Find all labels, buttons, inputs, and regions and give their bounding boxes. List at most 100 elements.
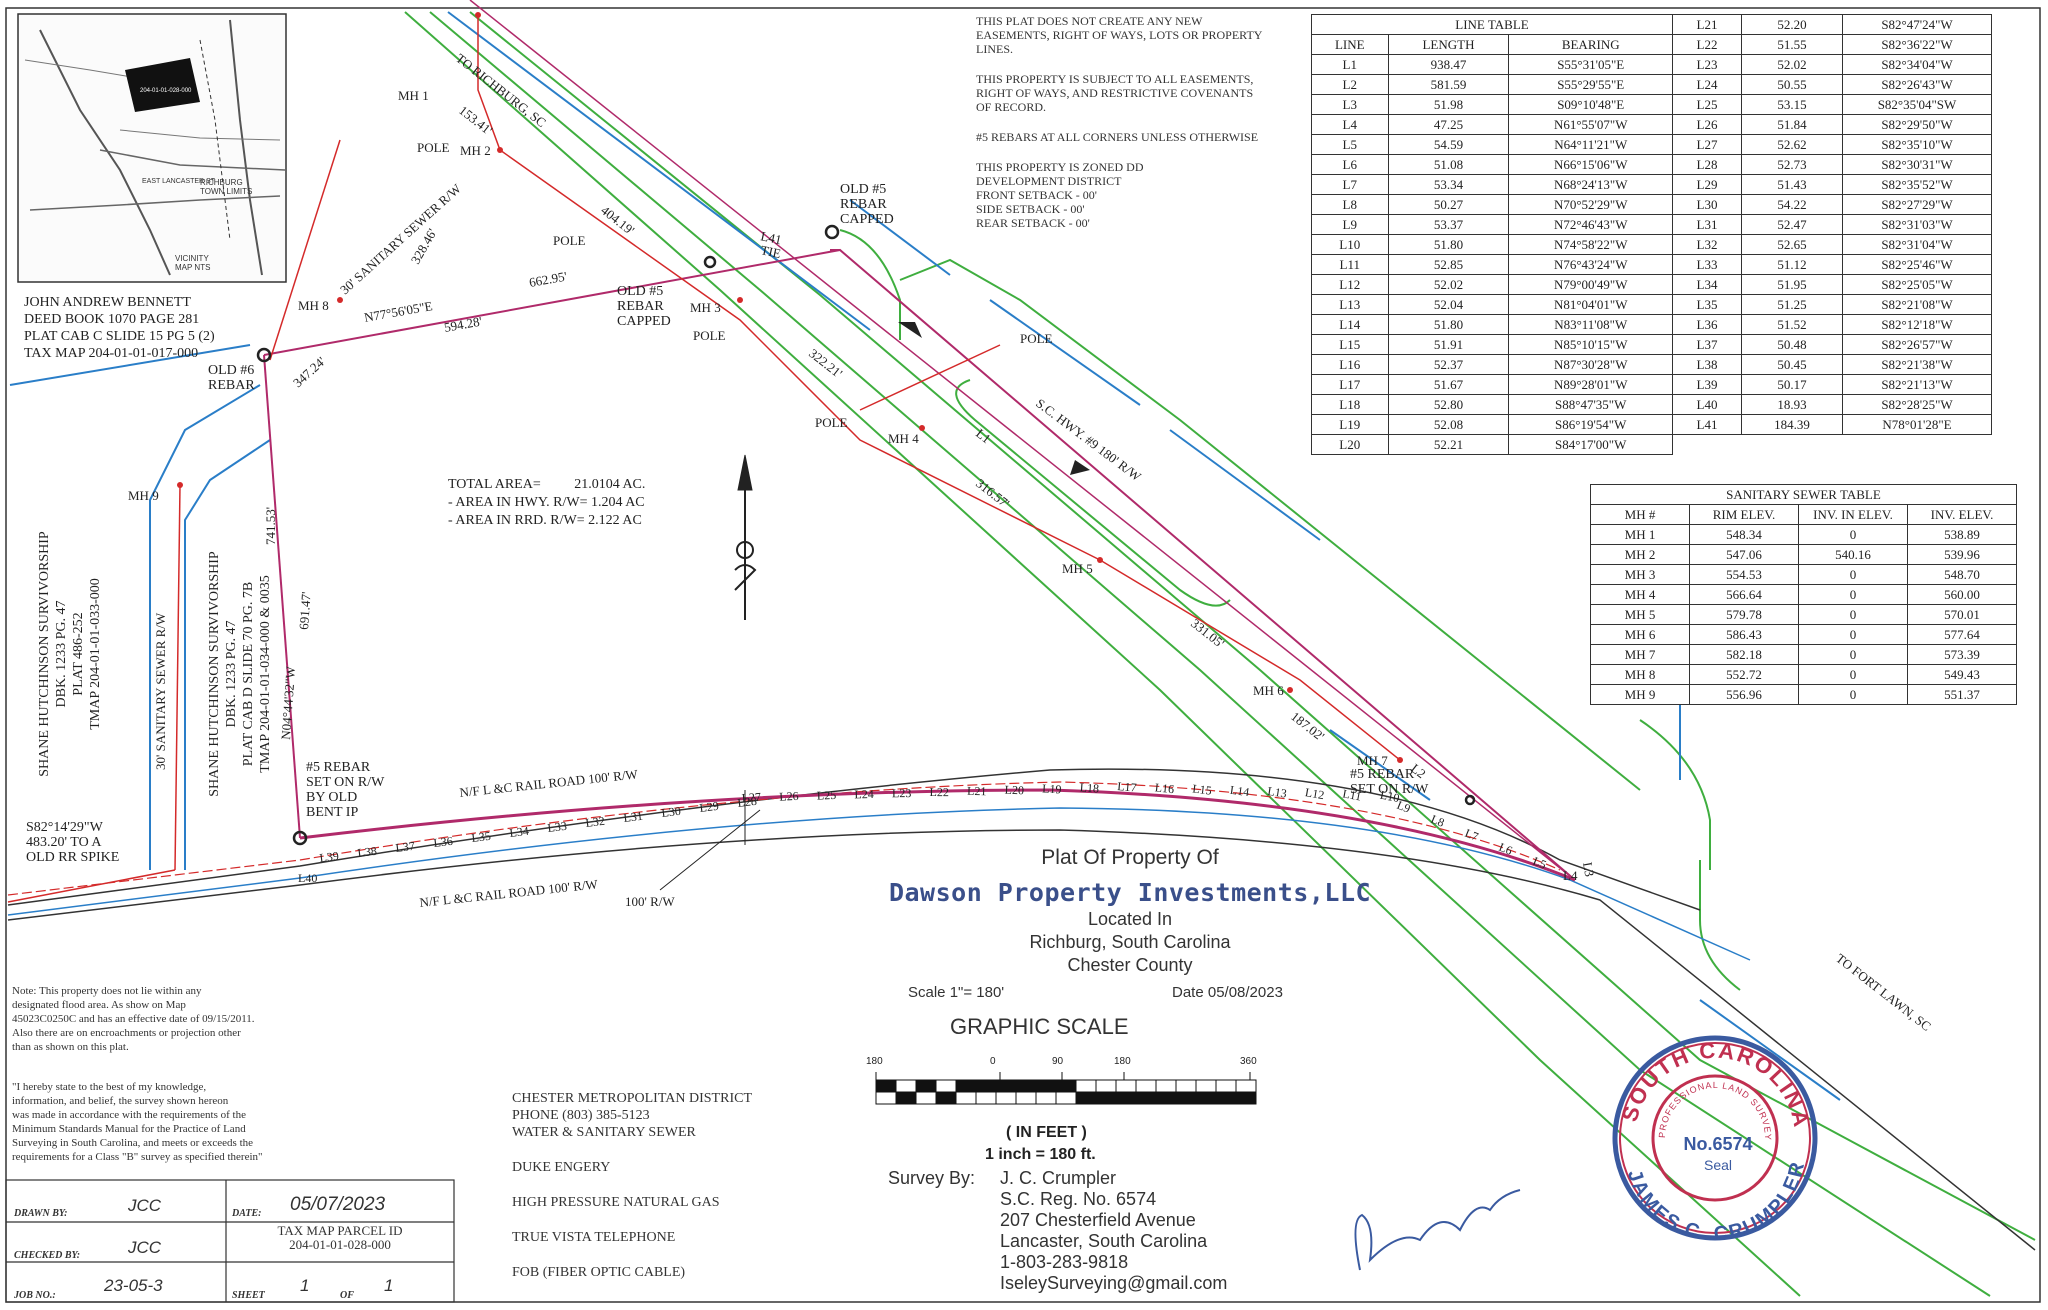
line-table-cell: L2 <box>1311 74 1389 95</box>
label-mh4: MH 4 <box>888 431 919 446</box>
sewer-table-cell: 0 <box>1798 604 1908 625</box>
label-bearing-n77: N77°56'05"E <box>363 298 434 325</box>
tb-checked-value: JCC <box>128 1238 162 1257</box>
scale-cell <box>895 1079 917 1093</box>
scale-cell <box>1015 1079 1037 1093</box>
line-table-cell: L6 <box>1311 154 1389 175</box>
line-table-cell: 53.15 <box>1741 94 1843 115</box>
line-table-cell: S82°35'04"SW <box>1842 94 1992 115</box>
corner-old-rebar-capped <box>824 224 840 240</box>
note-rebars: #5 REBARS AT ALL CORNERS UNLESS OTHERWIS… <box>976 130 1259 144</box>
row-line <box>447 11 871 331</box>
area-rrd: - AREA IN RRD. R/W= 2.122 AC <box>448 513 642 528</box>
surveyor-email: IseleySurveying@gmail.com <box>1000 1273 1228 1293</box>
line-table-cell: 52.37 <box>1387 354 1510 375</box>
line-table-cell: L27 <box>1672 134 1742 155</box>
label-d347: 347.24' <box>290 354 328 391</box>
label-d691: 691.47' <box>296 591 314 630</box>
line-table-cell: L12 <box>1311 274 1389 295</box>
line-table-cell: S82°26'43"W <box>1842 74 1992 95</box>
line-table-cell: L30 <box>1672 194 1742 215</box>
mh8-dot <box>337 297 343 303</box>
sewer-table-cell: 582.18 <box>1689 644 1799 665</box>
surveyor-phone: 1-803-283-9818 <box>1000 1252 1129 1272</box>
line-table-header: LINE <box>1311 34 1389 55</box>
line-table-cell: N78°01'28"E <box>1842 414 1992 435</box>
sewer-table: SANITARY SEWER TABLE MH #RIM ELEV.INV. I… <box>1590 484 2017 705</box>
title-date: Date 05/08/2023 <box>1172 984 1283 1001</box>
label-mh8: MH 8 <box>298 298 329 313</box>
hwy-line-south <box>404 11 1801 1297</box>
tb-taxmap: TAX MAP PARCEL ID 204-01-01-028-000 <box>228 1224 452 1252</box>
line-table-empty <box>1673 435 1992 455</box>
hwy-median <box>899 258 1641 791</box>
tb-checked-label: CHECKED BY: <box>14 1250 81 1261</box>
row-line <box>9 344 251 386</box>
vicinity-label: VICINITY MAP NTS <box>175 254 211 272</box>
power-line <box>859 344 1001 411</box>
town-limits-line <box>199 39 231 241</box>
row-line <box>1169 429 1321 541</box>
line-table-cell: L15 <box>1311 334 1389 355</box>
note-flood: Note: This property does not lie within … <box>12 985 255 1053</box>
line-table-cell: N83°11'08"W <box>1508 314 1673 335</box>
line-table-cell: 51.55 <box>1741 34 1843 55</box>
label-rebar-set-bent: #5 REBAR SET ON R/W BY OLD BENT IP <box>306 760 385 820</box>
sewer-line <box>477 15 1401 761</box>
scale-cell <box>1015 1091 1037 1105</box>
line-table-cell: 52.62 <box>1741 134 1843 155</box>
mh5-dot <box>1097 557 1103 563</box>
sewer-table-header: MH # <box>1590 504 1690 525</box>
line-table-cell: S55°31'05"E <box>1508 54 1673 75</box>
line-table-cell: S09°10'48"E <box>1508 94 1673 115</box>
line-table-cell: N81°04'01"W <box>1508 294 1673 315</box>
railroad-track <box>7 807 1751 961</box>
property-boundary <box>263 0 1576 882</box>
line-table-cell: N87°30'28"W <box>1508 354 1673 375</box>
seal-word: Seal <box>1704 1157 1732 1173</box>
area-total-value: 21.0104 AC. <box>574 477 646 492</box>
title-heading: Plat Of Property Of <box>1041 846 1219 869</box>
label-to-fort-lawn: TO FORT LAWN, SC <box>1833 951 1934 1034</box>
owner-block: JOHN ANDREW BENNETT DEED BOOK 1070 PAGE … <box>24 295 215 361</box>
line-table-cell: L24 <box>1672 74 1742 95</box>
curve-label: L12 <box>1304 785 1325 802</box>
north-arrow-ring <box>736 541 754 559</box>
curve-label: L9 <box>1395 798 1413 816</box>
curve-label: L32 <box>585 814 606 830</box>
curve-label: L16 <box>1154 780 1175 796</box>
scale-cell <box>1215 1079 1237 1093</box>
line-table-cell: L23 <box>1672 54 1742 75</box>
line-table-cell: 51.67 <box>1387 374 1510 395</box>
seal-inner-ring <box>1651 1074 1779 1202</box>
sewer-table-cell: 586.43 <box>1689 624 1799 645</box>
scale-cell <box>895 1091 917 1105</box>
sewer-table-caption: SANITARY SEWER TABLE <box>1590 484 2017 505</box>
curve-label: L24 <box>854 787 874 801</box>
sewer-table-cell: 547.06 <box>1689 544 1799 565</box>
line-table-cell: S82°31'04"W <box>1842 234 1992 255</box>
label-d741: 741.53' <box>263 507 278 545</box>
scale-tick-label: 180 <box>1114 1056 1131 1067</box>
line-table-cell: N64°11'21"W <box>1508 134 1673 155</box>
line-table-cell: N74°58'22"W <box>1508 234 1673 255</box>
sewer-table-cell: 0 <box>1798 524 1908 545</box>
scale-cell <box>875 1091 897 1105</box>
surveyor-details: J. C. Crumpler S.C. Reg. No. 6574 207 Ch… <box>1000 1168 1227 1294</box>
scale-cell <box>1235 1079 1257 1093</box>
title-block-outer <box>5 1179 455 1303</box>
surveyor-reg: S.C. Reg. No. 6574 <box>1000 1189 1157 1209</box>
graphic-scale-ratio: 1 inch = 180 ft. <box>985 1146 1096 1163</box>
title-block-frame <box>5 1179 455 1303</box>
sewer-table-cell: 556.96 <box>1689 684 1799 705</box>
label-mh6: MH 6 <box>1253 683 1284 698</box>
line-table-cell: 52.65 <box>1741 234 1843 255</box>
line-table-cell: S55°29'55"E <box>1508 74 1673 95</box>
curve-label: L23 <box>892 786 911 800</box>
scale-cell <box>1095 1091 1117 1105</box>
